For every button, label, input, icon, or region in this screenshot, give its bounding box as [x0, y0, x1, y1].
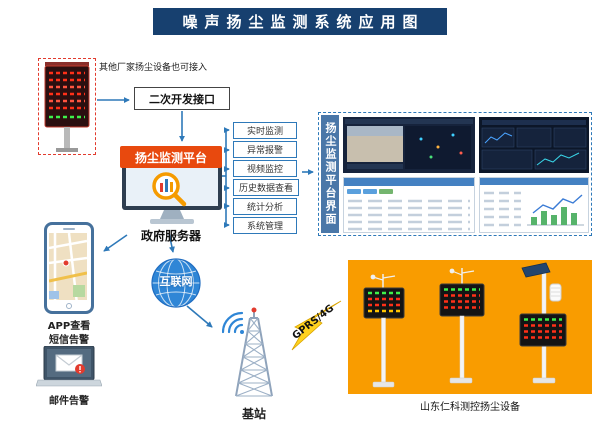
third-party-note: 其他厂家扬尘设备也可接入 [99, 63, 208, 73]
third-party-device-box [38, 58, 96, 155]
server-label: 政府服务器 [140, 229, 201, 243]
email-envelope-icon [55, 354, 85, 374]
function-box-alarm: 异常报警 [233, 141, 297, 158]
app-view-label: APP查看 [47, 321, 91, 332]
gprs-4g-label: GPRS/4G [290, 302, 337, 342]
platform-ui-side-label: 扬尘监测平台界面 [321, 115, 339, 233]
base-station-tower-graphic [221, 306, 286, 406]
function-box-stats: 统计分析 [233, 198, 297, 215]
internet-label: 互联网 [159, 275, 193, 288]
function-box-system: 系统管理 [233, 217, 297, 234]
magnifier-icon [152, 172, 187, 207]
phone-speaker [63, 228, 75, 230]
platform-badge: 扬尘监测平台 [120, 146, 222, 168]
smartphone-graphic [44, 222, 94, 314]
screenshot-video-wall [343, 117, 475, 173]
platform-ui-panel: 扬尘监测平台界面 [318, 112, 592, 236]
screenshot-dashboard [479, 117, 589, 173]
secondary-dev-interface-box: 二次开发接口 [134, 87, 230, 110]
wifi-signal-icon [221, 311, 244, 334]
email-alert-label: 邮件告警 [49, 396, 89, 407]
function-box-realtime-monitor: 实时监测 [233, 122, 297, 139]
screenshot-data-table [343, 177, 475, 233]
led-billboard-icon [44, 62, 90, 152]
internet-globe-graphic [150, 257, 202, 313]
diagram-title: 噪声扬尘监测系统应用图 [153, 8, 447, 35]
solar-panel-icon [521, 262, 551, 278]
dust-device-graphic [439, 268, 485, 384]
phone-map-screen [49, 233, 89, 300]
phone-home-button [66, 303, 72, 309]
function-box-history: 历史数据查看 [233, 179, 300, 196]
devices-caption: 山东仁科测控扬尘设备 [420, 402, 520, 413]
screenshot-analysis-charts [479, 177, 589, 233]
function-box-video: 视频监控 [233, 160, 297, 177]
sms-alert-label: 短信告警 [49, 335, 89, 346]
base-station-label: 基站 [241, 407, 266, 421]
dust-devices-panel [348, 260, 592, 394]
dust-device-graphic [363, 274, 405, 388]
laptop-email-graphic [35, 345, 103, 394]
dust-device-graphic [519, 262, 567, 384]
